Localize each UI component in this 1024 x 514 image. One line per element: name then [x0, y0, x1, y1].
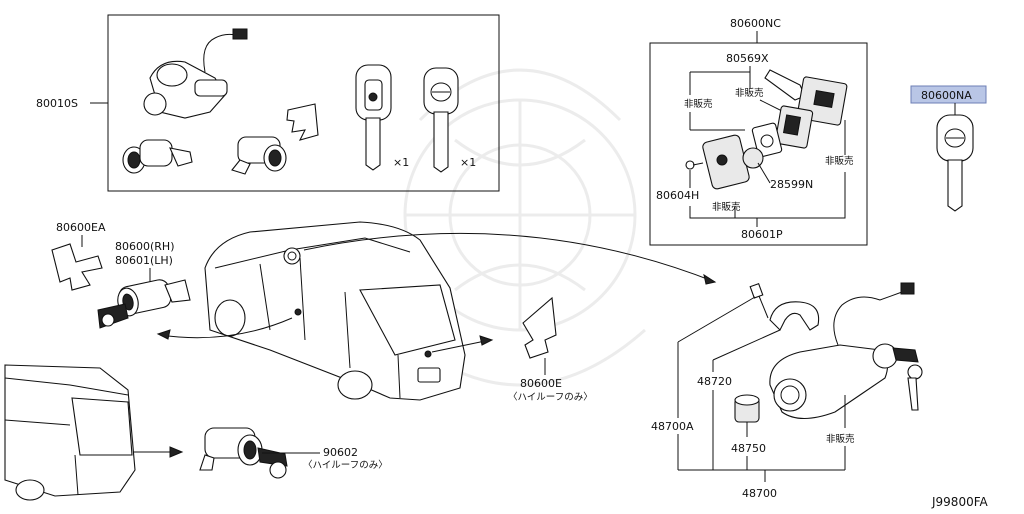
pointer-arrows	[128, 232, 717, 458]
label-not-for-sale-3: 非販売	[712, 201, 741, 213]
label-80600na: 80600NA	[921, 89, 972, 102]
label-28599n: 28599N	[770, 178, 813, 191]
part-80600na-group[interactable]: 80600NA	[910, 85, 987, 212]
label-not-for-sale-1: 非販売	[735, 87, 764, 99]
key-shell[interactable]	[774, 105, 814, 149]
label-not-for-sale-5: 非販売	[826, 433, 855, 445]
label-48720: 48720	[697, 375, 732, 388]
shear-bolt[interactable]	[749, 282, 769, 319]
van-rear-view[interactable]	[204, 221, 466, 401]
door-lock-cylinder-rh-lh[interactable]	[97, 278, 191, 329]
label-not-for-sale-4: 非販売	[825, 155, 854, 167]
steering-lock-clamp[interactable]	[769, 301, 820, 331]
qty-label-1: ×1	[393, 156, 409, 169]
diagram-code: J99800FA	[931, 495, 989, 509]
key-cylinder-48750[interactable]	[734, 394, 760, 423]
label-80600rh: 80600(RH)	[115, 240, 175, 253]
van-rear-hatch-view[interactable]	[4, 364, 136, 501]
retainer-clip[interactable]	[286, 103, 319, 141]
label-48750: 48750	[731, 442, 766, 455]
kit-80600nc-group: 80600NC 80569X 非販売 非販売	[649, 17, 868, 246]
key-80600na[interactable]	[936, 114, 974, 212]
front-door-lock-group: 80600EA 80600(RH) 80601(LH)	[51, 221, 191, 329]
retainer-80600e[interactable]	[522, 296, 557, 359]
kit-80600nc-box	[649, 42, 868, 246]
label-80600e: 80600E	[520, 377, 562, 390]
rear-retainer-group: 80600E 〈ハイルーフのみ〉	[508, 296, 593, 403]
qty-label-2: ×1	[460, 156, 476, 169]
retainer-80600ea[interactable]	[51, 243, 103, 291]
label-high-roof-2: 〈ハイルーフのみ〉	[303, 460, 388, 471]
label-80601p: 80601P	[741, 228, 783, 241]
label-48700a: 48700A	[651, 420, 694, 433]
battery-28599n[interactable]	[742, 147, 764, 169]
label-80010s: 80010S	[36, 97, 78, 110]
label-80569x: 80569X	[726, 52, 769, 65]
door-lock-cylinder-a[interactable]	[122, 139, 193, 174]
rear-lock-group: 90602 〈ハイルーフのみ〉	[199, 427, 388, 479]
door-lock-cylinder-b[interactable]	[231, 136, 287, 175]
label-80604h: 80604H	[656, 189, 699, 202]
label-90602: 90602	[323, 446, 358, 459]
ignition-assembly-group: 48720 48700A 48750 非販売 48700	[651, 282, 923, 500]
label-80600ea: 80600EA	[56, 221, 106, 234]
label-80601lh: 80601(LH)	[115, 254, 173, 267]
ignition-switch-housing[interactable]	[769, 282, 923, 420]
key-transponder-1[interactable]: ×1	[355, 64, 409, 171]
kit-80010s-group: 80010S	[36, 14, 500, 192]
screw[interactable]	[685, 160, 704, 170]
label-80600nc: 80600NC	[730, 17, 781, 30]
watermark-emblem	[394, 68, 646, 387]
ignition-lock-cylinder[interactable]	[143, 28, 248, 119]
label-high-roof-1: 〈ハイルーフのみ〉	[508, 392, 593, 403]
highlight-80600na	[910, 85, 987, 104]
label-48700: 48700	[742, 487, 777, 500]
key-blank-2[interactable]: ×1	[423, 67, 476, 173]
label-not-for-sale-2: 非販売	[684, 98, 713, 110]
